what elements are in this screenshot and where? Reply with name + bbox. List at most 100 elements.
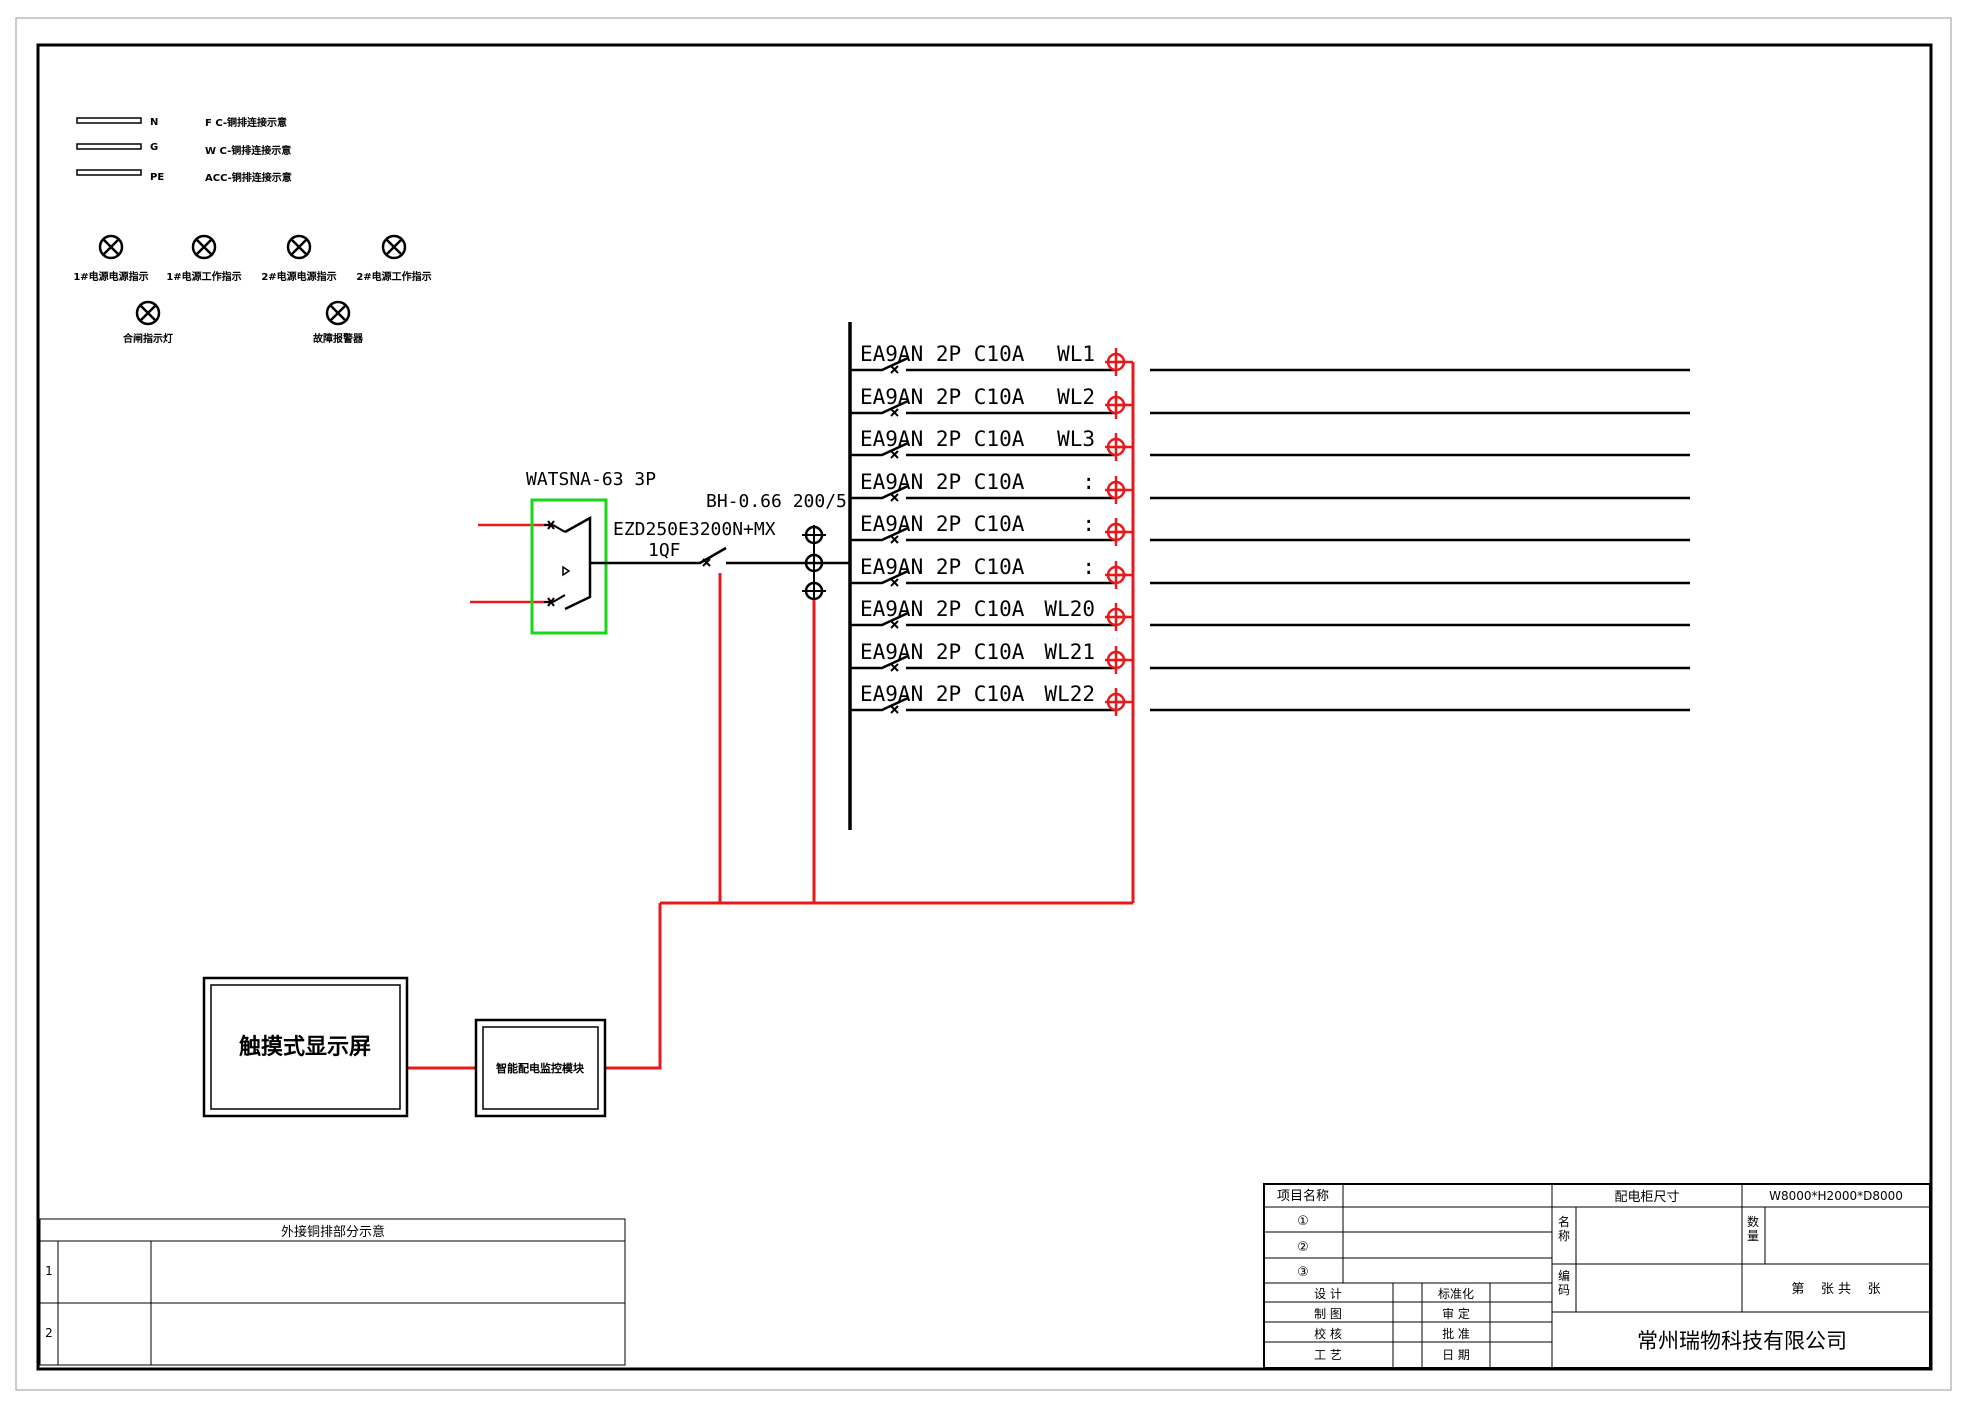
touch-display: 触摸式显示屏 [202,976,409,1118]
branch-circuit-tag: WL2 [1057,385,1095,409]
main-breaker-model: EZD250E3200N+MX [613,519,776,540]
branch-circuit: EA9AN 2P C10A WL2 [850,385,1690,419]
code-label: 编码 [1558,1268,1570,1297]
branch-breaker-model: EA9AN 2P C10A [860,682,1025,706]
role-date: 日 期 [1442,1348,1470,1362]
branch-breaker-contact [850,611,909,627]
busbar-table: 外接铜排部分示意 1 2 [39,1218,626,1366]
role-check: 校 核 [1314,1326,1342,1341]
branch-breaker-model: EA9AN 2P C10A [860,385,1025,409]
branch-breaker-cross [890,450,899,459]
branch-circuit-tag: : [1082,555,1095,579]
branch-breaker-contact [850,484,909,500]
legend-code: N [150,117,158,128]
lamp-label: 1#电源工作指示 [166,270,241,283]
drawing-border [36,43,1933,1371]
branch-breaker-contact [850,356,909,372]
busbar-table-row-index: 2 [45,1326,53,1340]
monitor-feed-wire [605,903,662,1070]
lamp-label: 1#电源电源指示 [73,270,148,283]
lamp-label: 合闸指示灯 [122,332,173,345]
legend-code: G [150,142,158,153]
ats-model-label: WATSNA-63 3P [526,469,656,490]
legend-item-pe: PE ACC-铜排连接示意 [76,169,292,184]
lamp-cross [195,238,213,256]
legend-line-pe [76,169,142,176]
main-breaker-tag: 1QF [648,540,681,561]
branch-circuit-tag: WL22 [1044,682,1095,706]
ats-transfer-contact [564,515,592,611]
lamp-label: 2#电源电源指示 [261,270,336,283]
lamp-label: 2#电源工作指示 [356,270,431,283]
outer-sheet-frame [15,17,1952,1391]
lamp-cross [102,238,120,256]
legend-desc: F C-铜排连接示意 [205,116,287,129]
title-item-1: ① [1297,1214,1309,1229]
cabinet-size-value: W8000*H2000*D8000 [1769,1189,1903,1203]
name-label: 名称 [1558,1214,1570,1243]
branch-circuit-tag: WL20 [1044,597,1095,621]
main-breaker-cross [702,558,711,567]
branch-breaker-model: EA9AN 2P C10A [860,555,1025,579]
role-approve: 批 准 [1442,1326,1470,1341]
indicator-lamps: 1#电源电源指示 1#电源工作指示 2#电源电源指示 2#电源工作指示 合闸指示… [73,234,432,345]
display-label: 触摸式显示屏 [239,1034,371,1060]
branch-breaker-model: EA9AN 2P C10A [860,597,1025,621]
line-legend: N F C-铜排连接示意 G W C-铜排连接示意 PE ACC-铜排连接示意 [76,116,292,184]
cabinet-size-label: 配电柜尺寸 [1614,1190,1679,1205]
branch-circuit-tag: WL21 [1044,640,1095,664]
ct-coil [804,553,824,573]
lamp-icon [135,300,161,326]
branch-breaker-model: EA9AN 2P C10A [860,512,1025,536]
branch-circuit: EA9AN 2P C10A WL3 [850,427,1690,461]
indicator-lamp: 1#电源电源指示 [73,234,149,283]
lamp-cross [290,238,308,256]
monitoring-module: 智能配电监控模块 [474,1018,607,1118]
lamp-icon [286,234,312,260]
legend-code: PE [150,172,164,183]
role-review: 审 定 [1442,1306,1470,1321]
busbar-table-title: 外接铜排部分示意 [281,1224,385,1240]
branch-circuit: EA9AN 2P C10A: [850,470,1690,504]
branch-breaker-cross [890,493,899,502]
branch-breaker-model: EA9AN 2P C10A [860,470,1025,494]
lamp-cross [329,304,347,322]
lamp-icon [325,300,351,326]
role-design: 设 计 [1314,1287,1342,1301]
indicator-lamp: 2#电源工作指示 [356,234,432,283]
branch-circuit-tag: : [1082,470,1095,494]
monitor-label: 智能配电监控模块 [496,1061,585,1075]
ats-contact-cross [547,520,555,607]
branch-breaker-contact [850,441,909,457]
ats-switch: WATSNA-63 3P [526,469,656,635]
branch-breaker-cross [890,663,899,672]
company-name: 常州瑞物科技有限公司 [1637,1329,1847,1353]
lamp-icon [98,234,124,260]
ats-highlight-box [530,498,608,635]
sheet-count-label: 第 张 共 张 [1791,1282,1880,1297]
branch-breaker-contact [850,569,909,585]
branch-circuit-tag: WL3 [1057,427,1095,451]
lamp-icon [381,234,407,260]
lamp-cross [385,238,403,256]
branch-breaker-model: EA9AN 2P C10A [860,427,1025,451]
legend-item-n: N F C-铜排连接示意 [76,116,287,129]
legend-line-n [76,117,142,124]
legend-item-g: G W C-铜排连接示意 [76,142,291,157]
title-item-2: ② [1297,1240,1309,1255]
control-wiring [407,362,1135,1070]
legend-desc: ACC-铜排连接示意 [205,171,292,184]
branch-breaker-cross [890,705,899,714]
branch-breaker-cross [890,535,899,544]
qty-label: 数量 [1747,1214,1759,1243]
lamp-icon [191,234,217,260]
indicator-lamp: 1#电源工作指示 [166,234,242,283]
branch-breaker-cross [890,365,899,374]
main-feeder-line [590,546,727,565]
branch-breaker-contact [850,526,909,542]
role-drafting: 制 图 [1314,1307,1342,1321]
